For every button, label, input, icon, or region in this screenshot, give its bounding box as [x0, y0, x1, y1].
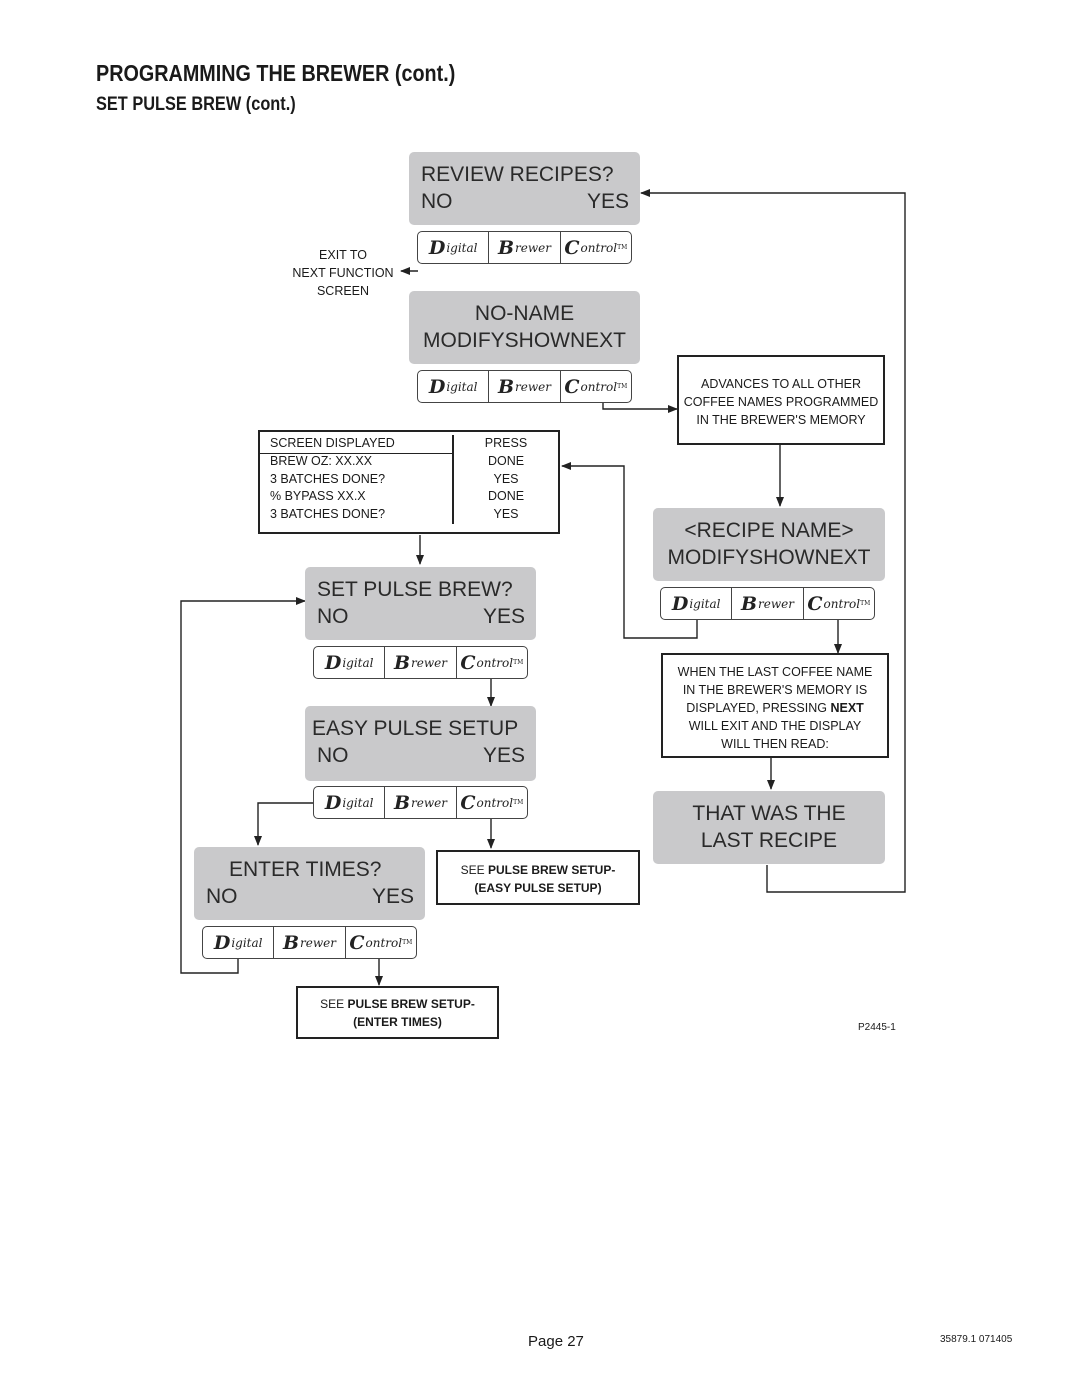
screen-line: LAST RECIPE	[700, 829, 838, 852]
screen-option-no: NO	[421, 190, 453, 213]
note-advances: ADVANCES TO ALL OTHER COFFEE NAMES PROGR…	[677, 355, 885, 445]
no-arrow-2	[180, 597, 306, 974]
no-arrow-1	[254, 802, 322, 846]
modify-arrow	[561, 462, 698, 639]
screen-option-yes: YES	[371, 885, 414, 908]
screen-option-yes: YES	[586, 190, 629, 213]
loop-back-arrow	[640, 189, 906, 893]
section-subtitle: SET PULSE BREW (cont.)	[96, 94, 296, 115]
table-row: 3 BATCHES DONE?YES	[260, 470, 558, 489]
screen-line: MODIFYSHOWNEXT	[667, 546, 871, 569]
page-title: PROGRAMMING THE BREWER (cont.)	[96, 60, 456, 86]
screen-option-no: NO	[317, 605, 349, 628]
note-easy-setup-ref: SEE PULSE BREW SETUP- (EASY PULSE SETUP)	[436, 850, 640, 905]
screen-recipe-name: <RECIPE NAME> MODIFYSHOWNEXT	[653, 508, 885, 581]
screen-option-yes: YES	[482, 605, 525, 628]
screen-line: REVIEW RECIPES?	[421, 163, 614, 186]
screen-line: THAT WAS THE	[692, 802, 846, 825]
screen-line: <RECIPE NAME>	[684, 519, 854, 542]
screen-set-pulse-brew: SET PULSE BREW? NO YES	[305, 567, 536, 640]
screen-review-recipes: REVIEW RECIPES? NO YES	[409, 152, 640, 225]
doc-code: 35879.1 071405	[940, 1334, 1013, 1345]
note-last-coffee-name: WHEN THE LAST COFFEE NAME IN THE BREWER'…	[661, 653, 889, 758]
table-header: SCREEN DISPLAYED	[270, 436, 395, 450]
screen-easy-pulse-setup: EASY PULSE SETUP NO YES	[305, 706, 536, 781]
table-header: PRESS	[452, 435, 558, 453]
screen-line: EASY PULSE SETUP	[312, 717, 519, 740]
note-enter-times-ref: SEE PULSE BREW SETUP- (ENTER TIMES)	[296, 986, 499, 1039]
exit-label: EXIT TO NEXT FUNCTION SCREEN	[292, 248, 394, 298]
screen-no-name: NO-NAME MODIFYSHOWNEXT	[409, 291, 640, 364]
screen-option-yes: YES	[482, 744, 525, 767]
screen-enter-times: ENTER TIMES? NO YES	[194, 847, 425, 920]
table-row: 3 BATCHES DONE?YES	[260, 506, 558, 524]
screen-line: ENTER TIMES?	[229, 858, 382, 881]
screen-option-no: NO	[206, 885, 238, 908]
screen-line: MODIFYSHOWNEXT	[423, 329, 626, 352]
screen-line: SET PULSE BREW?	[317, 578, 513, 601]
screen-last-recipe: THAT WAS THE LAST RECIPE	[653, 791, 885, 864]
page-number: Page 27	[528, 1333, 584, 1350]
figure-id: P2445-1	[858, 1022, 896, 1033]
screen-option-no: NO	[317, 744, 349, 767]
screen-line: NO-NAME	[474, 302, 575, 325]
